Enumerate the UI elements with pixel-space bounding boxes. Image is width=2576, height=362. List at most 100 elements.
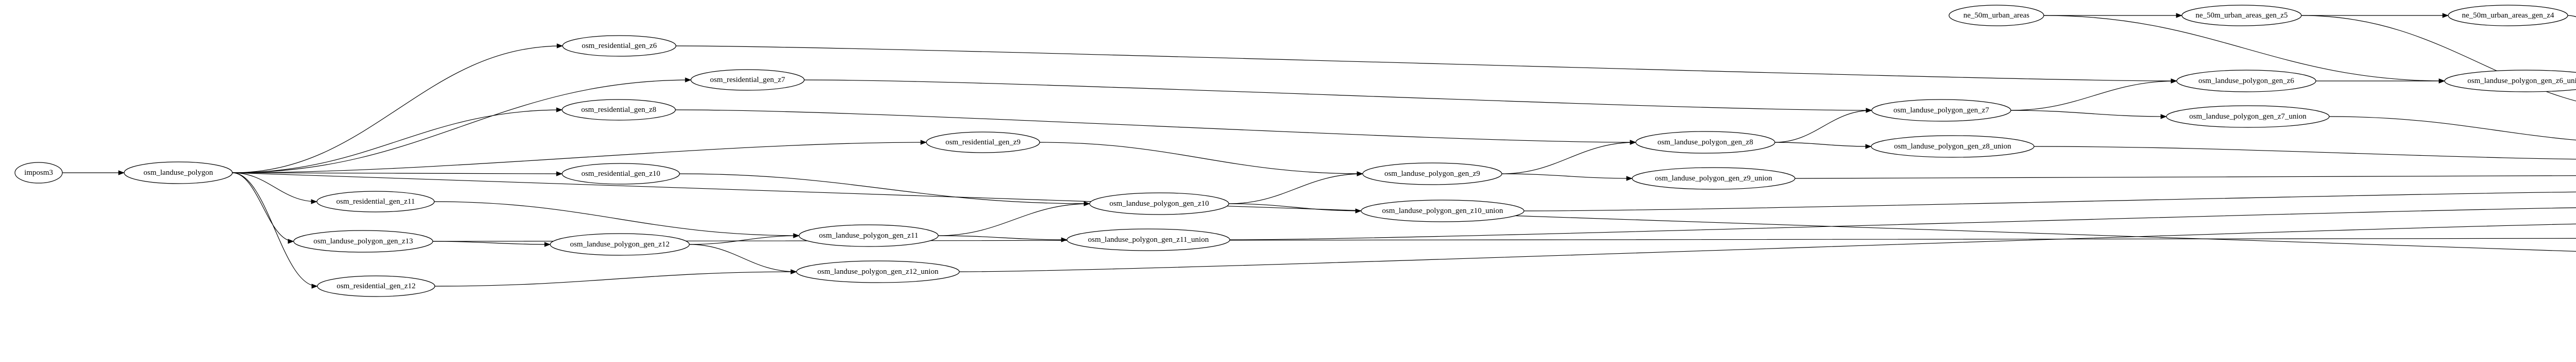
graph-node-osm_landuse_polygon_gen_z7_union[interactable]: osm_landuse_polygon_gen_z7_union <box>2166 105 2330 128</box>
node-shape <box>2176 70 2316 92</box>
edge-arrowhead <box>790 269 797 274</box>
edge-ne_50m_urban_areas_gen_z5-to-layer_landuse-z5 <box>2301 15 2576 102</box>
graph-node-osm_landuse_polygon_gen_z9_union[interactable]: osm_landuse_polygon_gen_z9_union <box>1632 167 1795 190</box>
graph-node-osm_landuse_polygon_gen_z7[interactable]: osm_landuse_polygon_gen_z7 <box>1871 99 2011 122</box>
node-label: osm_residential_gen_z8 <box>581 106 656 114</box>
edge-osm_landuse_polygon_gen_z9-to-osm_landuse_polygon_gen_z8 <box>1501 142 1636 174</box>
node-shape <box>2166 105 2330 128</box>
edge-osm_landuse_polygon_gen_z9_union-to-layer_landuse-z9 <box>1794 175 2576 179</box>
edge-osm_landuse_polygon_gen_z12-to-osm_landuse_polygon_gen_z11 <box>689 235 800 245</box>
node-shape <box>1871 135 2035 158</box>
node-shape <box>2444 70 2576 92</box>
graph-node-osm_landuse_polygon_gen_z13[interactable]: osm_landuse_polygon_gen_z13 <box>293 230 433 253</box>
edge-arrowhead <box>2438 78 2445 84</box>
edge-osm_landuse_polygon_gen_z11_union-to-layer_landuse-z11 <box>1229 207 2576 240</box>
graph-node-osm_landuse_polygon_gen_z6_union[interactable]: osm_landuse_polygon_gen_z6_union <box>2444 70 2576 92</box>
graph-node-osm_residential_gen_z9[interactable]: osm_residential_gen_z9 <box>926 131 1040 153</box>
nodes-layer: imposm3 osm_landuse_polygon osm_residentia… <box>14 5 2576 297</box>
graph-node-ne_50m_urban_areas[interactable]: ne_50m_urban_areas <box>1948 5 2044 26</box>
graph-node-ne_50m_urban_areas_gen_z4[interactable]: ne_50m_urban_areas_gen_z4 <box>2448 5 2568 26</box>
node-label: osm_landuse_polygon_gen_z9_union <box>1655 174 1772 183</box>
node-shape <box>2181 5 2302 26</box>
graph-node-osm_residential_gen_z7[interactable]: osm_residential_gen_z7 <box>690 69 805 91</box>
node-shape <box>1089 192 1229 215</box>
graph-node-imposm3[interactable]: imposm3 <box>14 162 63 184</box>
edge-osm_landuse_polygon_gen_z11-to-osm_landuse_polygon_gen_z10 <box>938 203 1090 236</box>
node-label: osm_landuse_polygon_gen_z8 <box>1657 138 1753 146</box>
graph-node-osm_residential_gen_z8[interactable]: osm_residential_gen_z8 <box>562 99 676 121</box>
node-shape <box>1632 167 1795 190</box>
graph-node-osm_residential_gen_z12[interactable]: osm_residential_gen_z12 <box>317 275 435 297</box>
node-shape <box>562 99 676 121</box>
node-label: osm_landuse_polygon_gen_z6_union <box>2467 77 2576 85</box>
edge-arrowhead <box>685 77 691 83</box>
node-label: osm_landuse_polygon_gen_z7_union <box>2189 112 2307 121</box>
graph-node-osm_residential_gen_z6[interactable]: osm_residential_gen_z6 <box>562 35 676 57</box>
graph-node-osm_landuse_polygon_gen_z11[interactable]: osm_landuse_polygon_gen_z11 <box>799 224 939 247</box>
edge-arrowhead <box>556 43 563 48</box>
edges-layer <box>62 13 2576 289</box>
edge-arrowhead <box>793 233 800 238</box>
graph-node-osm_residential_gen_z10[interactable]: osm_residential_gen_z10 <box>562 163 680 185</box>
node-label: osm_landuse_polygon_gen_z10_union <box>1382 207 1503 215</box>
node-shape <box>550 233 690 256</box>
edge-osm_residential_gen_z9-to-osm_landuse_polygon_gen_z9 <box>1039 142 1363 174</box>
node-shape <box>1362 162 1502 185</box>
graph-node-osm_landuse_polygon_gen_z8[interactable]: osm_landuse_polygon_gen_z8 <box>1635 131 1775 154</box>
graph-node-osm_residential_gen_z11[interactable]: osm_residential_gen_z11 <box>316 191 435 212</box>
edge-arrowhead <box>2160 114 2167 119</box>
node-label: osm_landuse_polygon_gen_z13 <box>313 237 413 245</box>
edge-osm_landuse_polygon_gen_z7-to-osm_landuse_polygon_gen_z7_union <box>2010 110 2167 117</box>
edge-osm_landuse_polygon_gen_z8_union-to-layer_landuse-z8 <box>2033 146 2576 160</box>
edge-ne_50m_urban_areas-to-osm_landuse_polygon_gen_z6_union <box>2043 15 2445 81</box>
edge-arrowhead <box>556 107 563 112</box>
node-shape <box>1635 131 1775 154</box>
node-label: osm_landuse_polygon_gen_z8_union <box>1894 142 2011 151</box>
edge-arrowhead <box>1083 201 1090 206</box>
edge-osm_landuse_polygon-to-osm_residential_gen_z8 <box>232 109 563 173</box>
edge-osm_residential_gen_z7-to-osm_landuse_polygon_gen_z7 <box>804 79 1872 111</box>
edge-arrowhead <box>2176 13 2182 18</box>
node-shape <box>293 230 433 253</box>
edge-arrowhead <box>2171 78 2177 84</box>
edge-osm_landuse_polygon-to-osm_landuse_polygon_gen_z13 <box>232 172 294 242</box>
edge-osm_landuse_polygon-to-osm_residential_gen_z6 <box>232 45 563 173</box>
edge-arrowhead <box>1061 237 1067 242</box>
edge-arrowhead <box>2442 13 2449 18</box>
graph-node-osm_landuse_polygon_gen_z12_union[interactable]: osm_landuse_polygon_gen_z12_union <box>796 260 960 283</box>
graph-node-ne_50m_urban_areas_gen_z5[interactable]: ne_50m_urban_areas_gen_z5 <box>2181 5 2302 26</box>
graph-node-osm_landuse_polygon_gen_z9[interactable]: osm_landuse_polygon_gen_z9 <box>1362 162 1502 185</box>
graph-node-osm_landuse_polygon_gen_z8_union[interactable]: osm_landuse_polygon_gen_z8_union <box>1871 135 2035 158</box>
node-label: osm_landuse_polygon_gen_z6 <box>2198 77 2294 85</box>
node-label: osm_landuse_polygon_gen_z10 <box>1109 200 1209 208</box>
graph-node-osm_landuse_polygon_gen_z11_union[interactable]: osm_landuse_polygon_gen_z11_union <box>1066 228 1230 251</box>
node-shape <box>690 69 805 91</box>
node-label: osm_residential_gen_z10 <box>581 170 660 178</box>
edge-arrowhead <box>1357 171 1363 176</box>
edge-osm_landuse_polygon_gen_z7_union-to-layer_landuse-z7 <box>2329 116 2576 141</box>
node-label: ne_50m_urban_areas <box>1963 11 2029 20</box>
graph-node-osm_landuse_polygon_gen_z10_union[interactable]: osm_landuse_polygon_gen_z10_union <box>1361 200 1524 222</box>
graph-node-osm_landuse_polygon[interactable]: osm_landuse_polygon <box>124 161 233 184</box>
edge-osm_landuse_polygon-to-osm_residential_gen_z7 <box>232 79 691 173</box>
edge-osm_residential_gen_z12-to-osm_landuse_polygon_gen_z12_union <box>434 271 797 287</box>
node-label: osm_residential_gen_z11 <box>336 198 415 206</box>
edge-osm_landuse_polygon-to-osm_residential_gen_z10 <box>232 172 563 174</box>
edge-osm_landuse_polygon_gen_z12-to-osm_landuse_polygon_gen_z12_union <box>689 244 797 272</box>
node-label: osm_landuse_polygon_gen_z11 <box>819 232 919 240</box>
node-shape <box>799 224 939 247</box>
node-label: ne_50m_urban_areas_gen_z4 <box>2462 11 2554 20</box>
graph-node-osm_landuse_polygon_gen_z12[interactable]: osm_landuse_polygon_gen_z12 <box>550 233 690 256</box>
edge-arrowhead <box>1866 108 1872 113</box>
graph-node-osm_landuse_polygon_gen_z6[interactable]: osm_landuse_polygon_gen_z6 <box>2176 70 2316 92</box>
node-shape <box>1948 5 2044 26</box>
edge-arrowhead <box>1865 144 1872 149</box>
edge-osm_landuse_polygon_gen_z8-to-osm_landuse_polygon_gen_z8_union <box>1774 142 1872 147</box>
graph-node-osm_landuse_polygon_gen_z10[interactable]: osm_landuse_polygon_gen_z10 <box>1089 192 1229 215</box>
node-label: ne_50m_urban_areas_gen_z5 <box>2195 11 2287 20</box>
node-label: osm_landuse_polygon_gen_z9 <box>1384 170 1480 178</box>
edge-osm_landuse_polygon_gen_z11-to-osm_landuse_polygon_gen_z11_union <box>938 235 1067 240</box>
node-label: osm_landuse_polygon <box>144 169 213 177</box>
edge-arrowhead <box>556 171 563 176</box>
